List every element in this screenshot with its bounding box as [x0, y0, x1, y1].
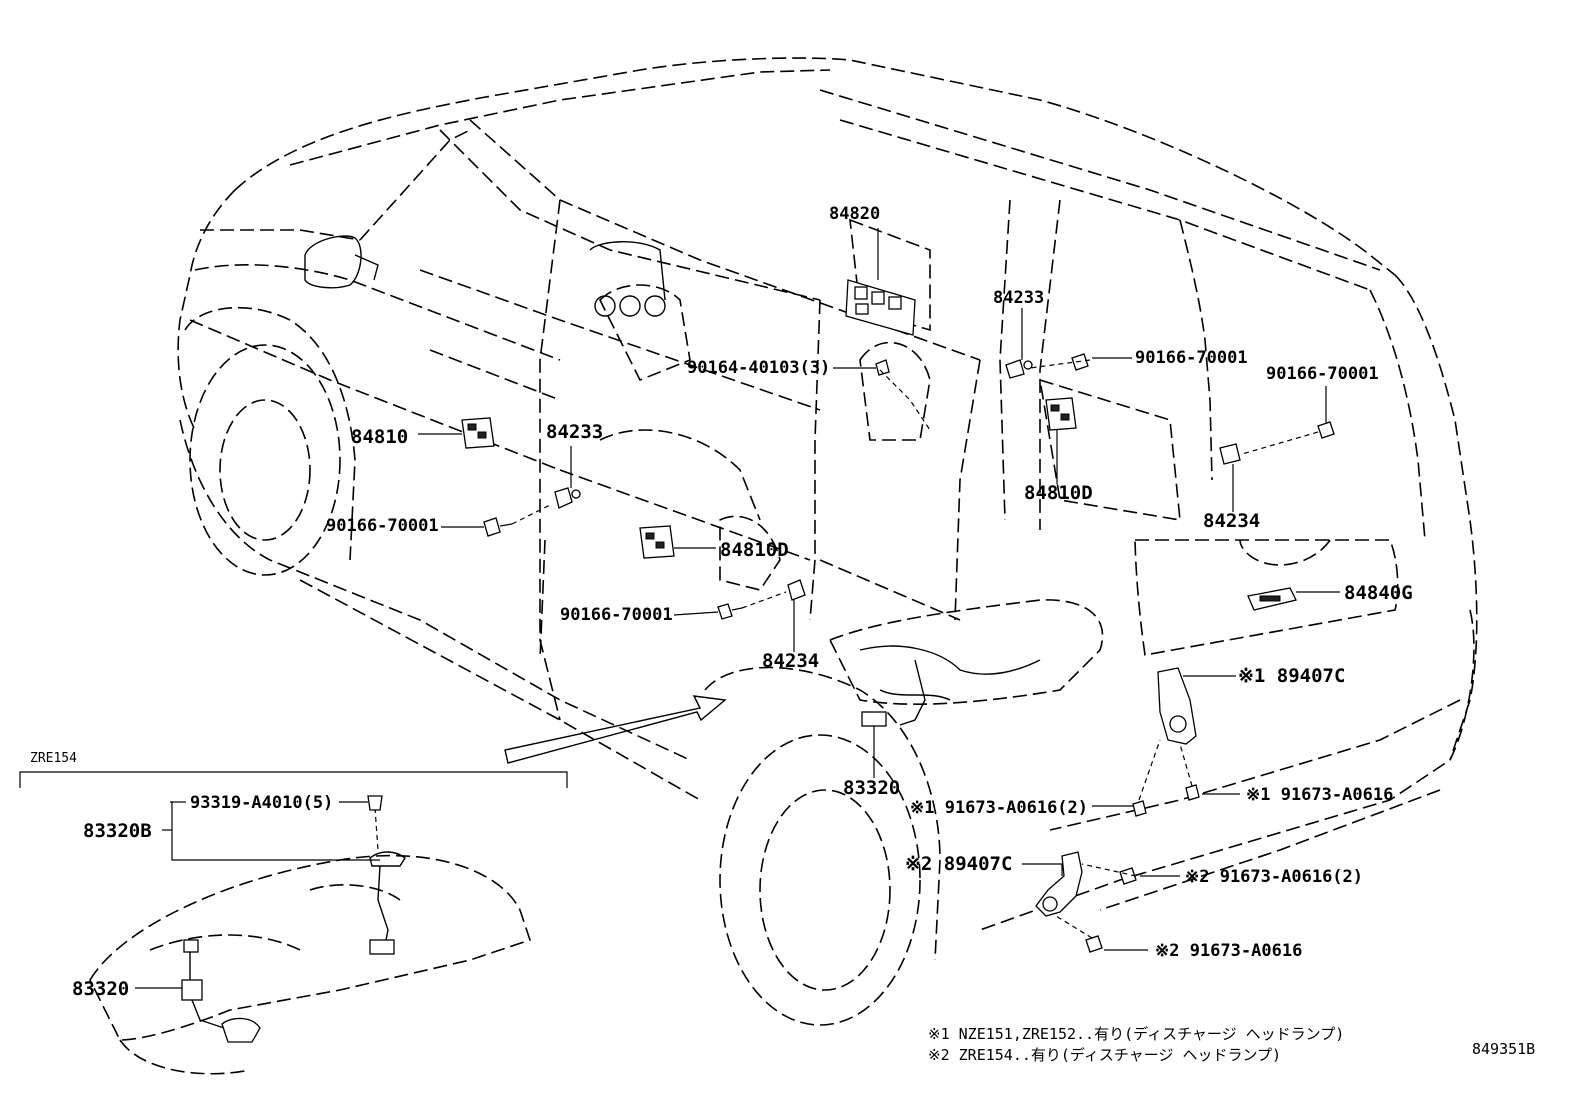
switch-84810 [461, 417, 495, 449]
diagram-code: 849351B [1472, 1040, 1536, 1058]
label-83320: 83320 [843, 777, 901, 799]
label-83320-inset: 83320 [72, 978, 130, 1000]
screws [483, 353, 1335, 953]
label-84233-right: 84233 [993, 288, 1045, 308]
switch-84840G [1247, 587, 1297, 611]
label-84840G: 84840G [1344, 582, 1413, 604]
inset-label-zre154: ZRE154 [30, 751, 77, 766]
footnote-1: ※1 NZE151,ZRE152..有り(ディスチャージ ヘッドランプ) [928, 1025, 1345, 1043]
label-89407C-2: ※2 89407C [905, 853, 1013, 875]
switch-84820 [845, 279, 916, 336]
footnote-2: ※2 ZRE154..有り(ディスチャージ ヘッドランプ) [928, 1046, 1282, 1064]
switch-84810D-right [1045, 397, 1077, 431]
label-91673-2-bottom: ※2 91673-A0616 [1155, 941, 1303, 961]
label-90166-far-right: 90166-70001 [1266, 364, 1379, 384]
switch-84234-mid [787, 579, 806, 601]
switch-84233-right [1005, 359, 1033, 379]
switch-84234-right [1219, 443, 1241, 465]
switch-84810D-left [639, 525, 675, 559]
label-90166-left: 90166-70001 [326, 516, 439, 536]
label-84810: 84810 [351, 426, 409, 448]
label-84810D-right: 84810D [1024, 482, 1093, 504]
label-90164: 90164-40103(3) [687, 358, 831, 378]
label-84234-mid: 84234 [762, 650, 820, 672]
label-89407C-1: ※1 89407C [1238, 665, 1346, 687]
label-93319: 93319-A4010(5) [190, 793, 334, 813]
label-91673-1-left: ※1 91673-A0616(2) [910, 798, 1089, 818]
sensor-89407C-2 [1035, 851, 1083, 917]
sensor-89407C-1 [1157, 667, 1197, 745]
label-90166-mid: 90166-70001 [560, 605, 673, 625]
label-90166-right-top: 90166-70001 [1135, 348, 1248, 368]
label-84234-right: 84234 [1203, 510, 1261, 532]
label-84810D-left: 84810D [720, 539, 789, 561]
switch-84233-left [554, 487, 581, 509]
label-84233-left: 84233 [546, 421, 604, 443]
label-91673-2-right: ※2 91673-A0616(2) [1185, 867, 1364, 887]
sender-83320 [861, 711, 887, 727]
label-83320B: 83320B [83, 820, 152, 842]
label-84820: 84820 [829, 204, 881, 224]
label-91673-1-right: ※1 91673-A0616 [1246, 785, 1394, 805]
